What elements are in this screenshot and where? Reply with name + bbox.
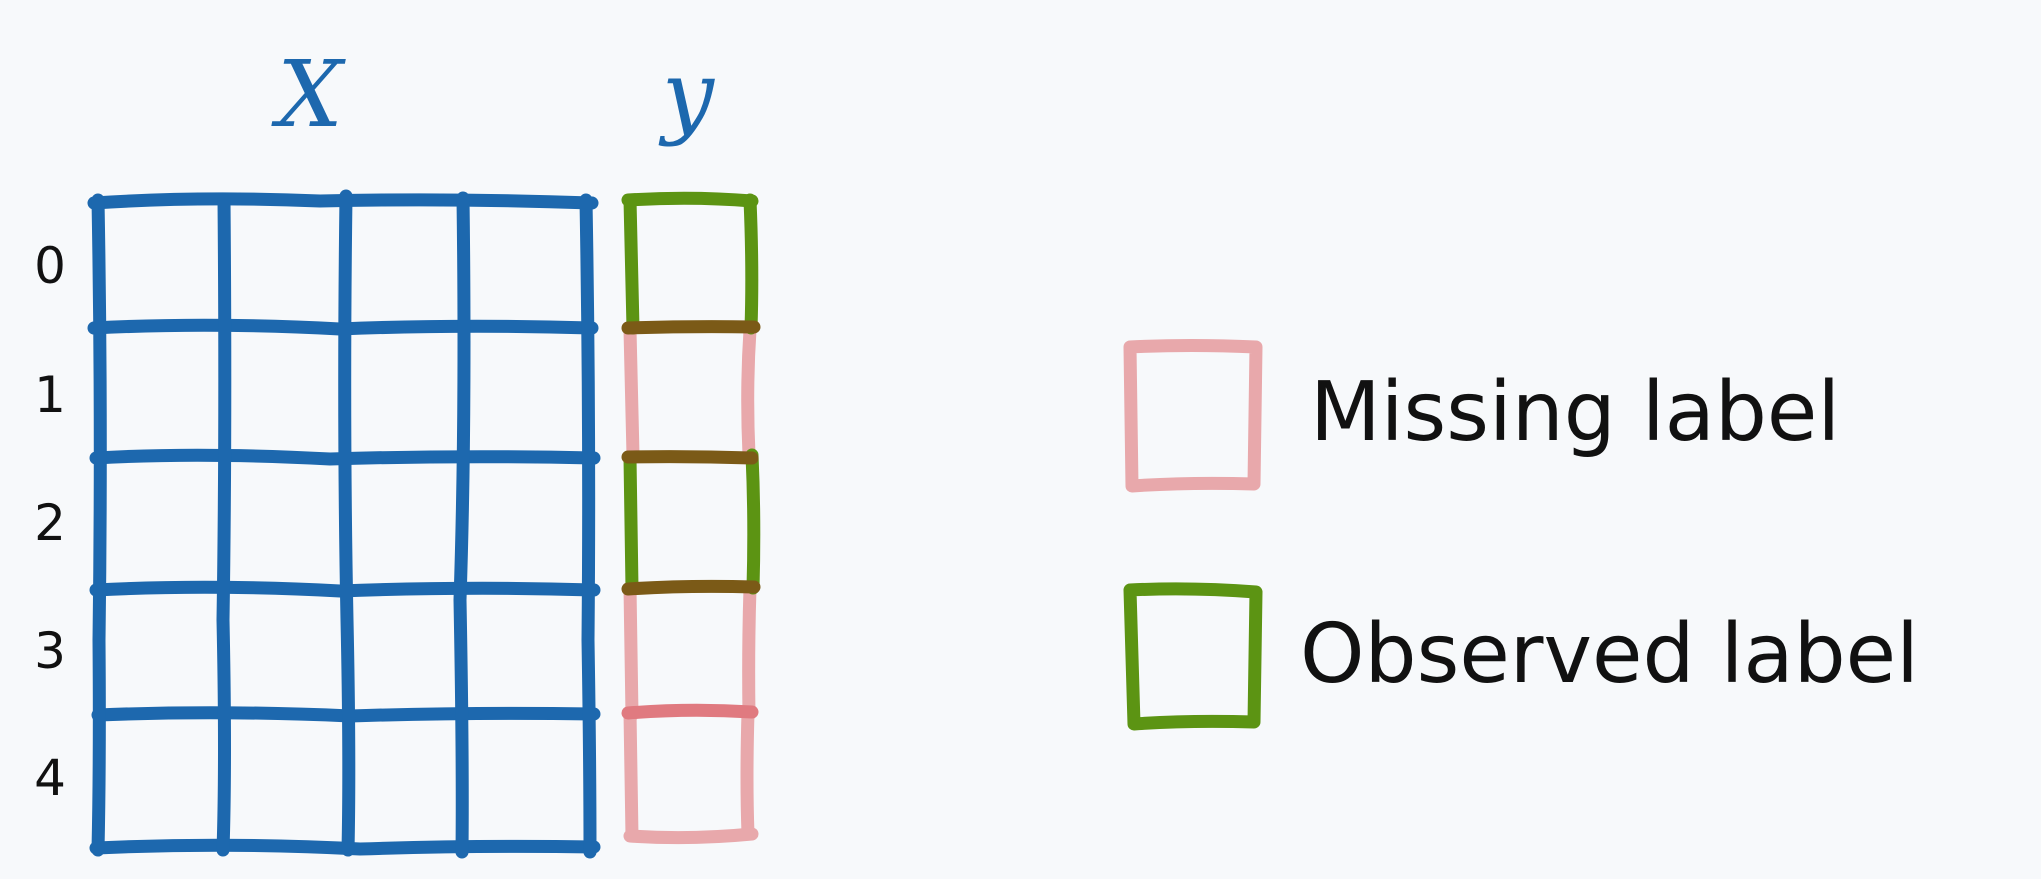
label-cell-observed: [623, 451, 639, 595]
legend: Missing label Observed label: [1123, 339, 1919, 731]
legend-item-observed: Observed label: [1123, 582, 1919, 731]
label-vector: [621, 191, 761, 845]
legend-item-missing: Missing label: [1123, 339, 1840, 493]
legend-label-observed: Observed label: [1300, 607, 1919, 702]
grid-line: [87, 192, 599, 210]
missing-cells: [623, 323, 759, 845]
label-cell-observed: [623, 193, 640, 335]
label-cell-missing-edge: [621, 703, 759, 720]
grid-line: [89, 838, 601, 856]
label-cell-missing: [741, 323, 757, 462]
grid-line: [453, 191, 471, 859]
label-cell-missing: [742, 581, 757, 722]
x-matrix-label: X: [271, 41, 346, 148]
legend-swatch-observed: [1123, 582, 1263, 731]
row-label: 1: [34, 366, 66, 424]
grid-line: [579, 193, 597, 859]
label-cell-missing: [623, 706, 639, 843]
label-cell-missing: [623, 827, 759, 845]
row-labels: 0 1 2 3 4: [34, 237, 66, 807]
grid-line: [89, 448, 601, 466]
label-cell-missing: [623, 581, 639, 722]
label-cell-overlap: [621, 320, 761, 335]
label-cell-observed: [743, 193, 759, 335]
label-cell-overlap: [621, 450, 759, 465]
label-cell-observed: [621, 191, 759, 208]
row-label: 4: [34, 749, 66, 807]
label-cell-missing: [740, 706, 755, 841]
legend-swatch-missing: [1123, 339, 1263, 493]
row-label: 2: [34, 494, 66, 552]
row-label: 3: [34, 622, 66, 680]
row-label: 0: [34, 237, 66, 295]
y-vector-label: y: [658, 41, 715, 148]
overlap-edges: [621, 320, 761, 596]
legend-label-missing: Missing label: [1310, 365, 1840, 460]
label-cell-overlap: [621, 579, 761, 596]
label-cell-observed: [745, 448, 761, 595]
label-cell-missing: [623, 323, 640, 462]
grid-line: [91, 193, 107, 857]
grid-line: [216, 193, 232, 857]
grid-line: [338, 189, 356, 857]
observed-cells: [621, 191, 761, 595]
feature-matrix-grid: [87, 189, 601, 859]
